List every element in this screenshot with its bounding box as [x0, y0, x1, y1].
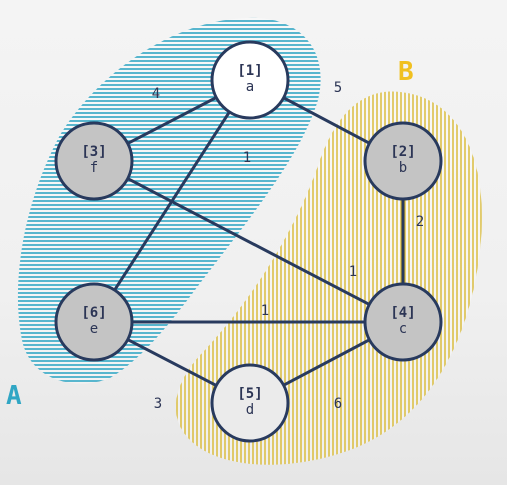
node-name-c: c [399, 321, 407, 337]
node-name-d: d [246, 402, 254, 418]
node-name-b: b [399, 160, 407, 176]
node-d: [5]d [210, 363, 290, 443]
node-a: [1]a [210, 40, 290, 120]
node-id-e: [6] [81, 305, 106, 321]
node-e: [6]e [54, 282, 134, 362]
edge-weight-e-c: 1 [261, 303, 269, 319]
node-circle-f [54, 121, 134, 201]
node-id-a: [1] [237, 63, 262, 79]
node-b: [2]b [363, 121, 443, 201]
node-id-b: [2] [390, 144, 415, 160]
node-id-c: [4] [390, 305, 415, 321]
edge-weight-b-c: 2 [416, 214, 424, 230]
node-circle-b [363, 121, 443, 201]
nodes-layer: [1]a [2]b [3]f [4]c [5]d [6]e [54, 40, 443, 443]
node-id-f: [3] [81, 144, 106, 160]
edge-weight-d-c: 6 [334, 396, 342, 412]
node-name-e: e [90, 321, 98, 337]
node-name-f: f [90, 160, 98, 176]
node-circle-d [210, 363, 290, 443]
node-name-a: a [246, 79, 254, 95]
edge-weight-a-e: 1 [243, 150, 251, 166]
edge-f-c [92, 159, 405, 324]
edge-weight-f-c: 1 [349, 264, 357, 280]
node-circle-a [210, 40, 290, 120]
edge-weights-layer: 4 5 1 2 1 1 3 6 [152, 80, 424, 412]
edge-weight-e-d: 3 [154, 396, 162, 412]
edge-weight-a-b: 5 [334, 80, 342, 96]
node-circle-e [54, 282, 134, 362]
node-id-d: [5] [237, 386, 262, 402]
node-f: [3]f [54, 121, 134, 201]
node-circle-c [363, 282, 443, 362]
edge-weight-a-f: 4 [152, 86, 160, 102]
region-b-label: B [398, 57, 414, 87]
region-a-label: A [6, 381, 22, 411]
node-c: [4]c [363, 282, 443, 362]
